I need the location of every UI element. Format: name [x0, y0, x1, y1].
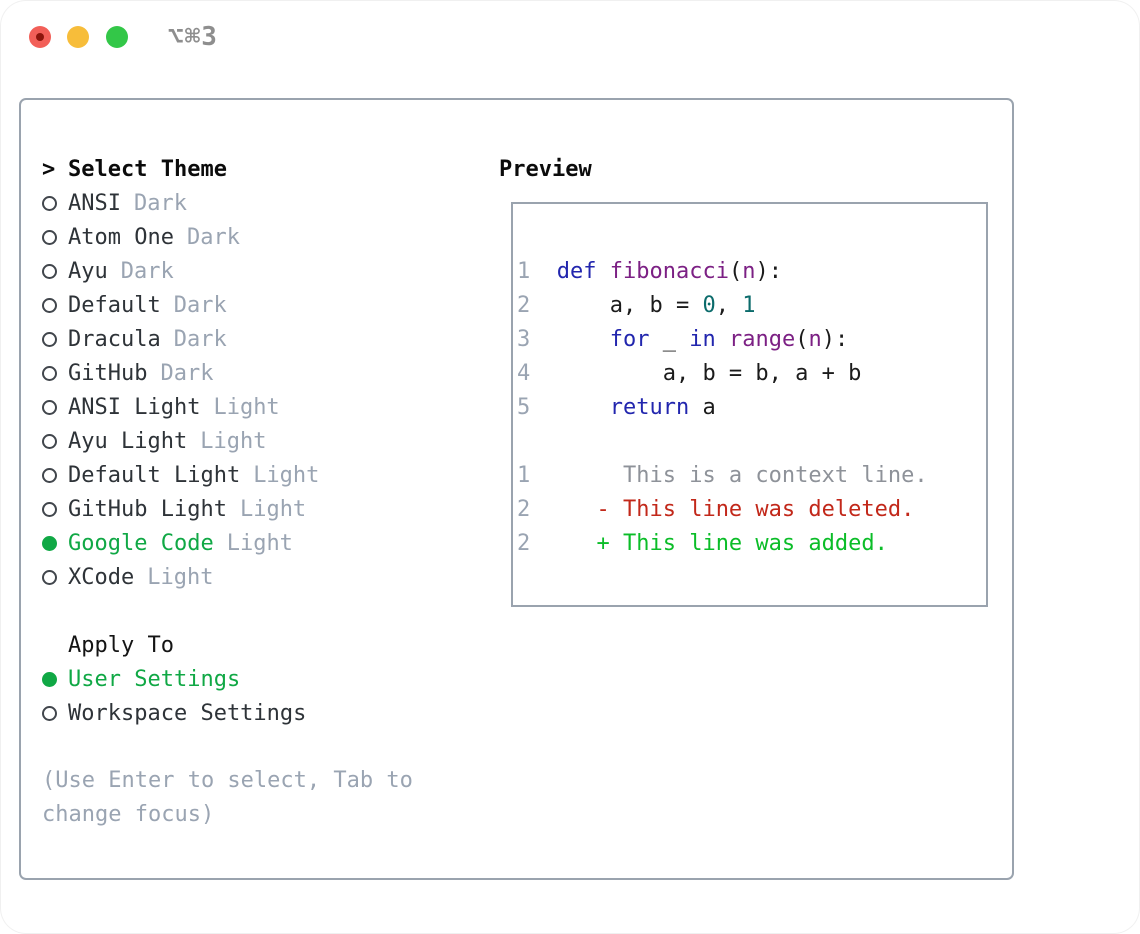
code-line: 5 return a — [517, 395, 716, 420]
radio-selected-icon — [42, 535, 57, 551]
theme-variant: Dark — [173, 292, 227, 318]
line-number: 4 — [517, 361, 531, 386]
radio-icon — [42, 569, 57, 585]
theme-variant: Dark — [133, 190, 187, 216]
theme-name: Default Light — [68, 462, 241, 488]
theme-name: ANSI — [68, 190, 121, 216]
code-line: 3 for _ in range(n): — [517, 327, 849, 352]
theme-option-default-light[interactable]: Default Light Light — [42, 458, 442, 492]
theme-option-ayu-light[interactable]: Ayu Light Light — [42, 424, 442, 458]
radio-icon — [42, 365, 57, 381]
select-theme-title: Select Theme — [68, 156, 227, 182]
code-line: 1 def fibonacci(n): — [517, 259, 782, 284]
theme-option-google-code-light[interactable]: Google Code Light — [42, 526, 442, 560]
theme-variant: Dark — [160, 360, 214, 386]
preview-pane: 1 def fibonacci(n): 2 a, b = 0, 1 3 for … — [511, 202, 988, 607]
diff-added-line: 2 + This line was added. — [517, 531, 888, 556]
theme-name: Ayu Light — [68, 428, 188, 454]
zoom-button[interactable] — [106, 26, 128, 48]
select-theme-header: > Select Theme — [42, 152, 442, 186]
keyboard-hint: (Use Enter to select, Tab to change focu… — [42, 768, 413, 827]
theme-picker-panel: > Select Theme ANSI Dark Atom One Dark A… — [19, 98, 1014, 880]
theme-name: GitHub Light — [68, 496, 227, 522]
diff-deleted-line: 2 - This line was deleted. — [517, 497, 915, 522]
cursor-icon: > — [42, 156, 56, 182]
titlebar: ⌥⌘3 — [0, 0, 1140, 75]
theme-variant: Light — [226, 530, 293, 556]
line-number: 2 — [517, 293, 531, 318]
apply-option-user-settings[interactable]: User Settings — [42, 662, 442, 696]
apply-option-label: User Settings — [68, 666, 241, 692]
radio-icon — [42, 263, 57, 279]
theme-name: Default — [68, 292, 161, 318]
radio-icon — [42, 331, 57, 347]
line-number: 2 — [517, 531, 531, 556]
line-number: 1 — [517, 463, 531, 488]
theme-name: Ayu — [68, 258, 108, 284]
apply-option-workspace-settings[interactable]: Workspace Settings — [42, 696, 442, 730]
radio-icon — [42, 501, 57, 517]
theme-name: XCode — [68, 564, 135, 590]
theme-option-default-dark[interactable]: Default Dark — [42, 288, 442, 322]
window-title: ⌥⌘3 — [168, 22, 218, 52]
theme-name: Dracula — [68, 326, 161, 352]
theme-list: > Select Theme ANSI Dark Atom One Dark A… — [42, 152, 442, 832]
radio-selected-icon — [42, 671, 57, 687]
theme-option-github-light[interactable]: GitHub Light Light — [42, 492, 442, 526]
theme-name: GitHub — [68, 360, 148, 386]
theme-variant: Light — [239, 496, 307, 522]
radio-icon — [42, 433, 57, 449]
theme-variant: Light — [147, 564, 214, 590]
theme-option-ayu-dark[interactable]: Ayu Dark — [42, 254, 442, 288]
theme-option-ansi-dark[interactable]: ANSI Dark — [42, 186, 442, 220]
radio-icon — [42, 229, 57, 245]
theme-option-github-dark[interactable]: GitHub Dark — [42, 356, 442, 390]
theme-option-xcode-light[interactable]: XCode Light — [42, 560, 442, 594]
line-number: 1 — [517, 259, 531, 284]
theme-name: Atom One — [68, 224, 174, 250]
theme-variant: Dark — [120, 258, 174, 284]
theme-variant: Dark — [173, 326, 227, 352]
diff-context-line: 1 This is a context line. — [517, 463, 928, 488]
theme-variant: Light — [200, 428, 267, 454]
apply-to-header: Apply To — [42, 628, 442, 662]
close-button[interactable] — [29, 26, 51, 48]
line-number: 5 — [517, 395, 531, 420]
theme-option-atom-one-dark[interactable]: Atom One Dark — [42, 220, 442, 254]
apply-option-label: Workspace Settings — [68, 700, 307, 726]
radio-icon — [42, 399, 57, 415]
theme-option-ansi-light[interactable]: ANSI Light Light — [42, 390, 442, 424]
preview-title: Preview — [499, 156, 592, 182]
theme-variant: Dark — [186, 224, 240, 250]
theme-name: ANSI Light — [68, 394, 201, 420]
apply-to-title: Apply To — [68, 632, 174, 658]
theme-variant: Light — [253, 462, 320, 488]
radio-icon — [42, 467, 57, 483]
radio-icon — [42, 195, 57, 211]
line-number: 2 — [517, 497, 531, 522]
code-line: 2 a, b = 0, 1 — [517, 293, 756, 318]
line-number: 3 — [517, 327, 531, 352]
theme-name: Google Code — [68, 530, 214, 556]
theme-variant: Light — [213, 394, 280, 420]
radio-icon — [42, 297, 57, 313]
theme-option-dracula-dark[interactable]: Dracula Dark — [42, 322, 442, 356]
code-line: 4 a, b = b, a + b — [517, 361, 862, 386]
radio-icon — [42, 705, 57, 721]
minimize-button[interactable] — [67, 26, 89, 48]
